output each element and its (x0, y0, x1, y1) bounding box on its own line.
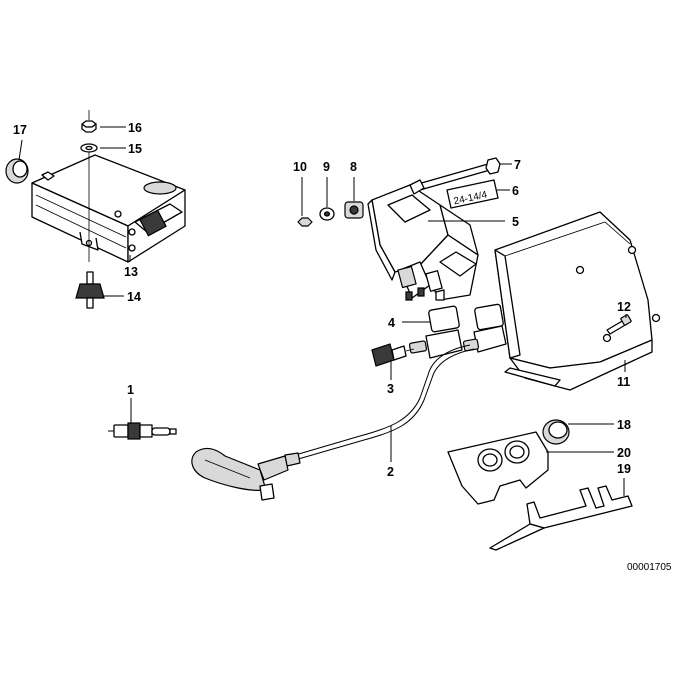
part-5-coil-unit (367, 179, 479, 301)
callout-1: 1 (127, 383, 134, 397)
callout-13: 13 (124, 265, 138, 279)
part-19-bracket (489, 485, 633, 551)
callout-9: 9 (323, 160, 330, 174)
callout-14: 14 (127, 290, 141, 304)
part-15-washer (80, 143, 98, 153)
callout-18: 18 (617, 418, 631, 432)
callout-12: 12 (617, 300, 631, 314)
part-9-washer (319, 207, 335, 221)
part-14-rubber-mount (75, 271, 105, 309)
part-2-ignition-cable (191, 344, 475, 501)
part-13-control-unit (31, 154, 186, 263)
part-16-nut (81, 120, 97, 133)
callout-2: 2 (387, 465, 394, 479)
diagram-reference-number: 00001705 (627, 562, 672, 573)
part-11-cover (494, 211, 661, 391)
callout-10: 10 (293, 160, 307, 174)
callout-8: 8 (350, 160, 357, 174)
part-4-connector-left (408, 305, 463, 359)
part-17-rubber-plug (5, 158, 29, 184)
callout-15: 15 (128, 142, 142, 156)
part-6-sticker: 24-14/4 (446, 179, 499, 209)
callout-3: 3 (387, 382, 394, 396)
part-20-gasket (447, 431, 549, 505)
leader-17 (18, 139, 23, 161)
callout-16: 16 (128, 121, 142, 135)
callout-11: 11 (617, 375, 630, 389)
callout-4: 4 (388, 316, 395, 330)
callout-17: 17 (13, 123, 27, 137)
part-12-screw (606, 314, 632, 335)
callout-7: 7 (514, 158, 521, 172)
callout-5: 5 (512, 215, 519, 229)
callout-19: 19 (617, 462, 631, 476)
callout-20: 20 (617, 446, 631, 460)
part-10-nut (297, 217, 313, 227)
part-8-rubber-bush (344, 201, 364, 219)
part-3-plug (371, 343, 415, 367)
part-4-connector-right (462, 303, 507, 353)
callout-6: 6 (512, 184, 519, 198)
part-1-spark-plug (108, 422, 177, 440)
part-18-grommet (542, 419, 570, 445)
